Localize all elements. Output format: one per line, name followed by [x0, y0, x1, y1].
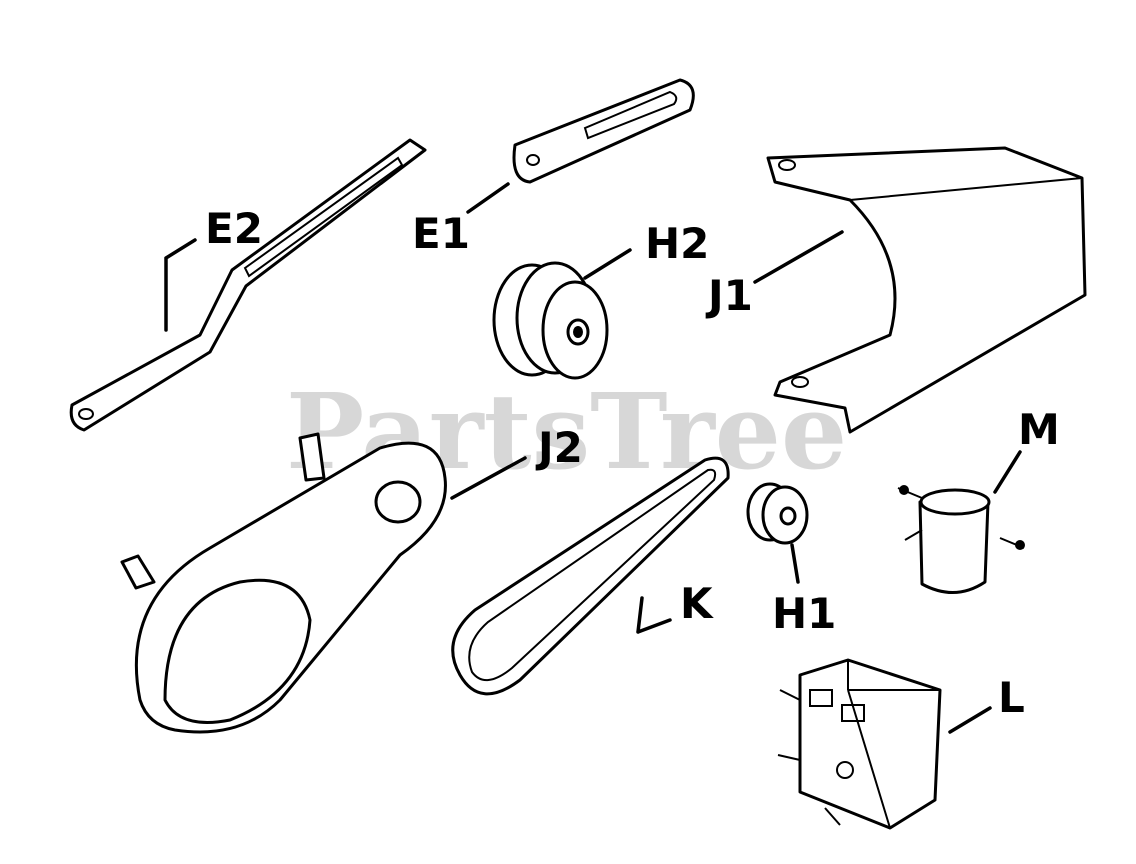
label-j2: J2	[535, 423, 583, 472]
label-e1: E1	[412, 209, 470, 258]
label-h1: H1	[772, 589, 836, 638]
part-l-regulator	[777, 658, 992, 830]
label-m: M	[1018, 405, 1060, 454]
part-h2-pulley	[492, 248, 632, 380]
part-e2-bracket	[69, 138, 427, 432]
part-e1-strap	[466, 78, 695, 214]
part-m-solenoid	[897, 450, 1025, 594]
label-k: K	[680, 579, 714, 628]
part-h1-pulley	[746, 482, 809, 584]
part-k-belt	[451, 456, 730, 696]
label-j1: J1	[705, 271, 753, 320]
label-l: L	[998, 673, 1025, 722]
part-j1-shroud	[753, 146, 1087, 434]
label-e2: E2	[205, 204, 263, 253]
label-h2: H2	[645, 219, 709, 268]
part-j2-guard	[120, 432, 527, 734]
